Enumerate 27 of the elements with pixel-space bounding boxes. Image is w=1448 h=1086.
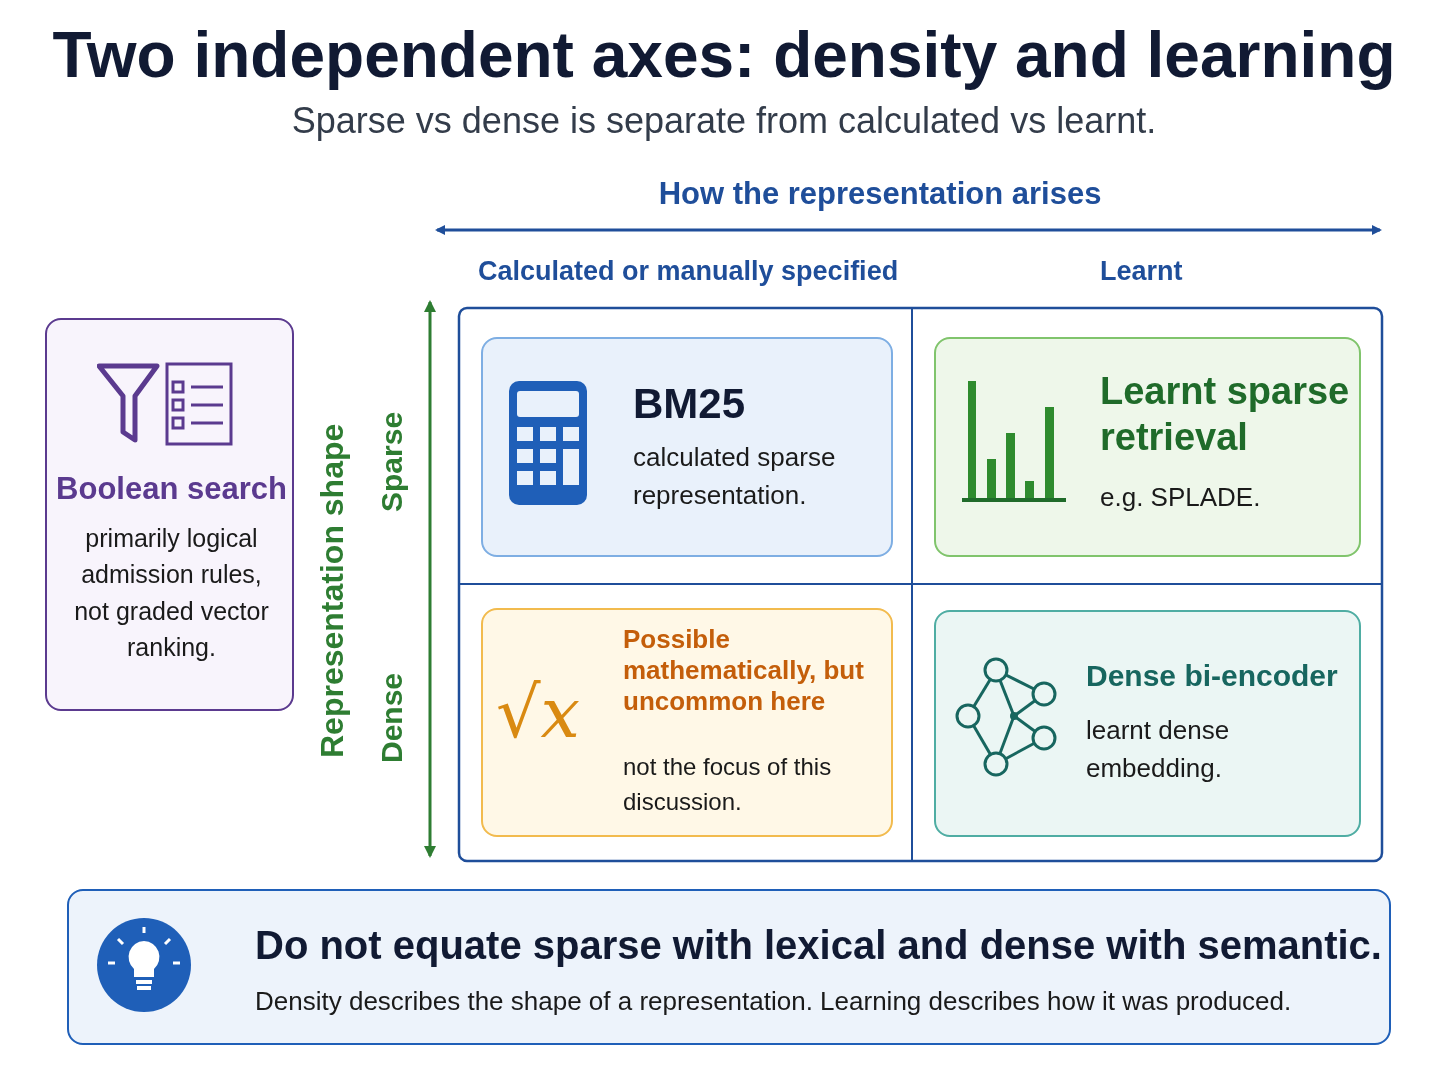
card-text: calculated sparse representation. bbox=[633, 441, 837, 512]
card-heading: Do not equate sparse with lexical and dense with semantic. bbox=[255, 922, 1383, 969]
card-text: not the focus of this discussion. bbox=[623, 752, 833, 817]
row-header: Sparse bbox=[375, 410, 409, 515]
title: Two independent axes: density and learning bbox=[51, 18, 1397, 92]
square-root-symbol: √x bbox=[496, 672, 581, 754]
subtitle: Sparse vs dense is separate from calculated vs learnt. bbox=[290, 100, 1158, 142]
card-text: primarily logical admission rules, not graded vector ranking. bbox=[73, 523, 270, 663]
quadrant-card bbox=[481, 337, 893, 557]
axis-label: How the representation arises bbox=[657, 176, 1103, 212]
column-header: Learnt bbox=[1100, 256, 1183, 287]
card-heading: BM25 bbox=[633, 379, 747, 429]
axis-label: Representation shape bbox=[314, 422, 351, 761]
row-header: Dense bbox=[375, 672, 409, 766]
card-text: e.g. SPLADE. bbox=[1100, 481, 1262, 514]
card-heading: Possible mathematically, but uncommon here bbox=[623, 624, 865, 718]
quadrant-card bbox=[481, 608, 893, 837]
column-header: Calculated or manually specified bbox=[478, 256, 899, 287]
card-heading: Boolean search bbox=[55, 470, 288, 508]
card-heading: Dense bi-encoder bbox=[1086, 658, 1339, 694]
card-text: learnt dense embedding. bbox=[1086, 714, 1231, 785]
card-heading: Learnt sparse retrieval bbox=[1100, 369, 1350, 460]
info-card bbox=[45, 318, 294, 711]
quadrant-card bbox=[934, 337, 1361, 557]
callout-banner bbox=[67, 889, 1391, 1045]
quadrant-card bbox=[934, 610, 1361, 837]
card-text: Density describes the shape of a representation. Learning describes how it was produced. bbox=[255, 985, 1293, 1018]
